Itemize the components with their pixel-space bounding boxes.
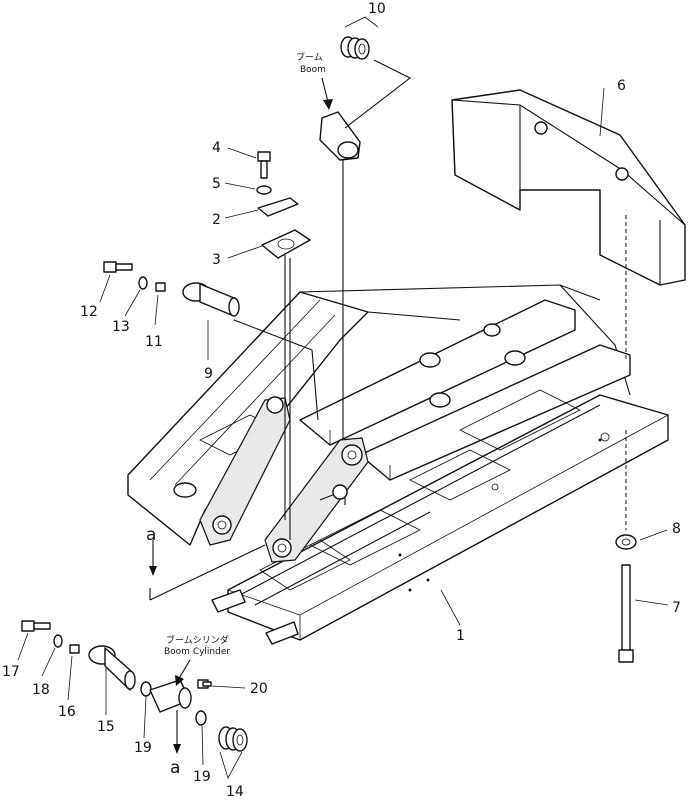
boom-cylinder-label-jp: ブームシリンダ [166,634,229,646]
washer-13 [138,276,148,290]
callout-12: 12 [80,304,98,320]
callout-3: 3 [212,252,221,268]
nut-16 [69,644,80,654]
ring-19a [140,681,152,697]
revolving-frame [127,284,669,645]
bolt-17 [21,620,51,632]
callout-8: 8 [672,521,681,537]
assembly-lines [149,16,627,780]
callout-5: 5 [212,176,221,192]
counterweight [451,89,686,286]
callout-14: 14 [226,784,244,798]
bolt-7 [618,564,634,663]
callout-15: 15 [97,719,115,735]
plate-2 [257,197,299,217]
callout-13: 13 [112,319,130,335]
callout-4: 4 [212,140,221,156]
boom-label-jp: ブーム [296,51,323,63]
callout-9: 9 [204,366,213,382]
boom-stub [319,111,361,161]
plate-3 [261,229,311,259]
callout-19-b: 19 [193,769,211,785]
shim-pack-10 [340,36,370,60]
callout-10: 10 [368,1,386,17]
boom-label-en: Boom [300,65,326,75]
callout-1: 1 [456,628,465,644]
boom-cylinder-stub [149,679,192,713]
callout-11: 11 [145,334,163,350]
boom-cylinder-label-en: Boom Cylinder [164,647,230,657]
nut-8 [615,534,637,550]
pin-15 [88,645,136,691]
callout-7: 7 [672,600,681,616]
ref-mark-a-bottom: a [170,758,180,778]
callout-19-a: 19 [134,740,152,756]
pin-9 [182,282,240,317]
washer-18 [53,634,63,648]
ref-mark-a-top: a [146,525,156,545]
callout-17: 17 [2,664,20,680]
washer-5 [256,185,272,195]
callout-20: 20 [250,681,268,697]
grease-fitting-20 [197,679,212,689]
callout-labels: 1 2 3 4 5 6 7 8 9 10 11 12 13 14 15 16 1… [2,1,681,800]
bolt-4 [257,151,271,179]
callout-16: 16 [58,704,76,720]
callout-18: 18 [32,682,50,698]
shim-pack-14 [218,726,248,752]
bolt-12 [103,261,133,273]
callout-6: 6 [617,78,626,94]
callout-2: 2 [212,212,221,228]
ring-19b [195,710,207,726]
nut-11 [155,282,166,292]
leader-lines [17,87,669,766]
